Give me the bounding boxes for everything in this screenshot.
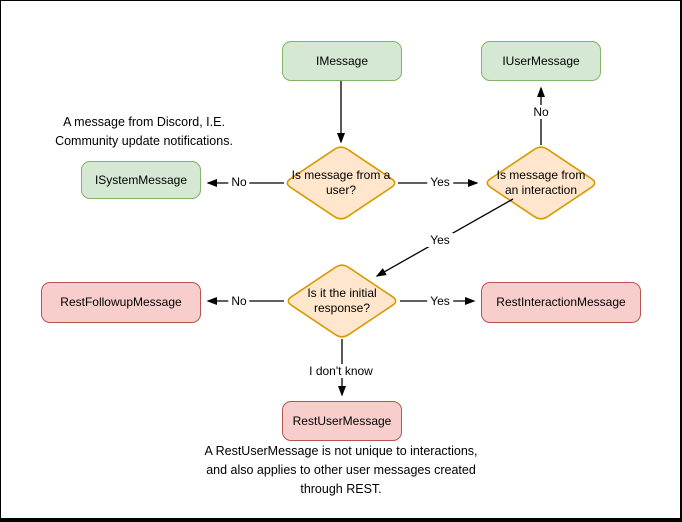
edge-label-from-user-yes: Yes xyxy=(427,175,453,189)
edge-label-initial-yes: Yes xyxy=(427,294,453,308)
node-iusermessage-label: IUserMessage xyxy=(502,53,580,68)
edge-label-from-interaction-no: No xyxy=(530,105,552,119)
decision-is-from-interaction-label: Is message from an interaction xyxy=(496,168,586,197)
decision-is-from-user-label: Is message from a user? xyxy=(291,168,391,197)
annotation-system-message: A message from Discord, I.E. Community u… xyxy=(39,113,249,151)
annotation-system-message-line1: A message from Discord, I.E. xyxy=(63,115,225,129)
node-imessage: IMessage xyxy=(282,41,402,81)
annotation-system-message-line2: Community update notifications. xyxy=(55,133,233,148)
node-imessage-label: IMessage xyxy=(315,53,369,68)
node-restinteractionmessage: RestInteractionMessage xyxy=(481,282,641,323)
node-restinteractionmessage-label: RestInteractionMessage xyxy=(496,295,626,310)
edge-label-initial-unknown: I don't know xyxy=(306,364,376,378)
annotation-rest-user-message-line1: A RestUserMessage is not unique to inter… xyxy=(204,444,478,458)
annotation-rest-user-message-line3: through REST. xyxy=(300,481,382,496)
edge-label-from-user-no: No xyxy=(228,175,250,189)
node-isystemmessage: ISystemMessage xyxy=(81,161,201,199)
decision-is-initial-response-label: Is it the initial response? xyxy=(307,286,377,315)
edge-label-from-interaction-yes: Yes xyxy=(427,233,453,247)
annotation-rest-user-message-line2: and also applies to other user messages … xyxy=(206,462,476,477)
node-isystemmessage-label: ISystemMessage xyxy=(94,172,188,187)
edge-label-initial-no: No xyxy=(228,294,250,308)
node-restusermessage-label: RestUserMessage xyxy=(292,413,392,428)
node-iusermessage: IUserMessage xyxy=(481,41,601,81)
node-restusermessage: RestUserMessage xyxy=(282,401,402,441)
node-restfollowupmessage: RestFollowupMessage xyxy=(41,282,201,323)
node-restfollowupmessage-label: RestFollowupMessage xyxy=(60,295,182,310)
annotation-rest-user-message: A RestUserMessage is not unique to inter… xyxy=(191,442,491,498)
